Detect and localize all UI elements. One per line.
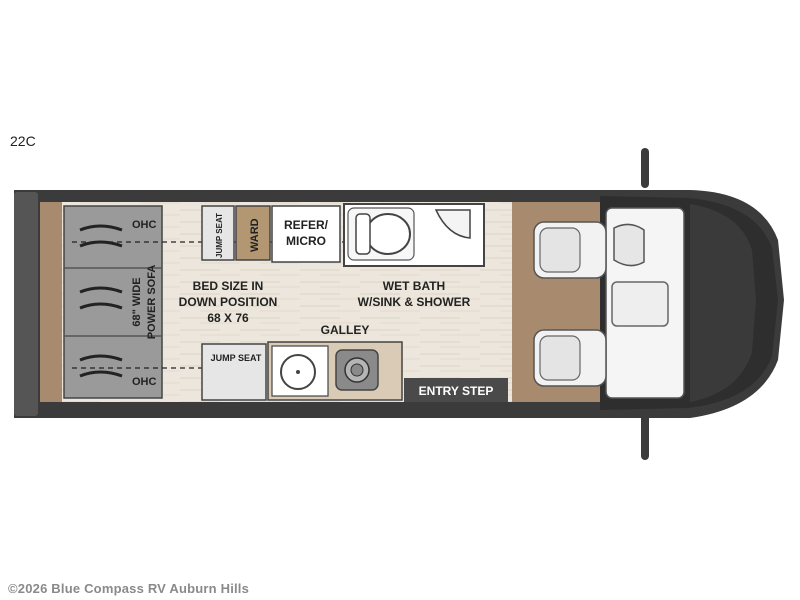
jump-seat-bottom [201, 343, 267, 401]
bed-label-line3: 68 X 76 [207, 311, 249, 325]
rear-wall [14, 192, 38, 416]
steering-wheel-icon [613, 223, 645, 267]
refer-micro [271, 205, 341, 263]
rear-panel [40, 202, 62, 402]
bed-label-line2: DOWN POSITION [179, 295, 278, 309]
watermark: ©2026 Blue Compass RV Auburn Hills [8, 581, 250, 596]
sofa-label-line2: POWER SOFA [146, 265, 158, 340]
passenger-seat-icon [533, 329, 607, 387]
shower-sink-icon [434, 209, 471, 239]
jump-seat-top [201, 205, 235, 261]
power-sofa [63, 205, 163, 399]
bath-label-line1: WET BATH [383, 279, 445, 293]
mirror-top [641, 148, 649, 188]
sofa-label-line1: 68" WIDE [131, 277, 143, 326]
entry-step-label: ENTRY STEP [419, 384, 494, 398]
galley-label: GALLEY [321, 323, 370, 337]
ward-label: WARD [249, 218, 261, 252]
refer-label-line2: MICRO [286, 234, 326, 248]
jump-seat-top-label: JUMP SEAT [215, 213, 224, 258]
bed-label-line1: BED SIZE IN [193, 279, 264, 293]
console [611, 281, 669, 327]
toilet-icon [365, 213, 411, 255]
driver-seat-icon [533, 221, 607, 279]
ohc-bottom-label: OHC [132, 376, 157, 388]
bath-label-line2: W/SINK & SHOWER [358, 295, 471, 309]
seatbelt-icon [79, 224, 123, 378]
ohc-top-label: OHC [132, 219, 157, 231]
model-label: 22C [10, 133, 36, 149]
wardrobe [235, 205, 271, 261]
mirror-bottom [641, 412, 649, 460]
refer-label-line1: REFER/ [284, 218, 329, 232]
jump-seat-bottom-label: JUMP SEAT [211, 353, 262, 363]
entry-step [404, 378, 508, 402]
